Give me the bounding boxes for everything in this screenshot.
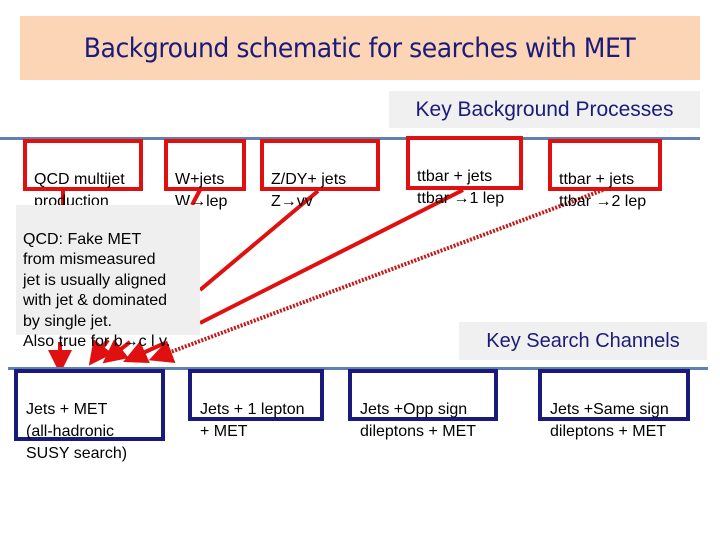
- process-box-wjets: W+jets W→lep: [164, 139, 246, 210]
- search-channel-label: Jets +Same sign dileptons + MET: [550, 401, 669, 440]
- page-title: Background schematic for searches with M…: [84, 32, 636, 64]
- process-box-ttbar-1lep: ttbar + jets ttbar →1 lep: [406, 136, 523, 207]
- qcd-note: QCD: Fake MET from mismeasured jet is us…: [16, 205, 200, 350]
- search-box-jets-os-dilep: Jets +Opp sign dileptons + MET: [348, 369, 498, 440]
- title-banner: Background schematic for searches with M…: [20, 16, 700, 80]
- top-divider-line: [0, 137, 700, 140]
- search-channels-label: Key Search Channels: [486, 329, 680, 352]
- search-channel-label: Jets + 1 lepton + MET: [200, 401, 305, 440]
- background-processes-header: Key Background Processes: [389, 91, 700, 128]
- search-box-jets-ss-dilep: Jets +Same sign dileptons + MET: [538, 369, 690, 440]
- search-box-jets-1lep: Jets + 1 lepton + MET: [188, 369, 324, 440]
- arrow-ttbar2-to-jets-met: [148, 188, 604, 364]
- search-channel-label: Jets + MET (all-hadronic SUSY search): [26, 401, 128, 462]
- process-box-ttbar-2lep: ttbar + jets ttbar →2 lep: [548, 139, 662, 210]
- process-box-zjets: Z/DY+ jets Z→vv: [260, 139, 380, 210]
- search-box-jets-met: Jets + MET (all-hadronic SUSY search): [14, 369, 165, 462]
- process-box-qcd: QCD multijet production: [23, 139, 143, 210]
- process-label: Z/DY+ jets Z→vv: [271, 171, 347, 210]
- arrow-qcd-to-jets-met: [48, 190, 72, 374]
- process-label: ttbar + jets ttbar →2 lep: [559, 171, 647, 210]
- qcd-note-text: QCD: Fake MET from mismeasured jet is us…: [23, 230, 171, 351]
- process-label: ttbar + jets ttbar →1 lep: [417, 168, 505, 207]
- search-channels-header: Key Search Channels: [459, 322, 707, 360]
- search-channel-label: Jets +Opp sign dileptons + MET: [360, 401, 477, 440]
- background-processes-label: Key Background Processes: [415, 97, 674, 121]
- bottom-divider-line: [8, 367, 708, 370]
